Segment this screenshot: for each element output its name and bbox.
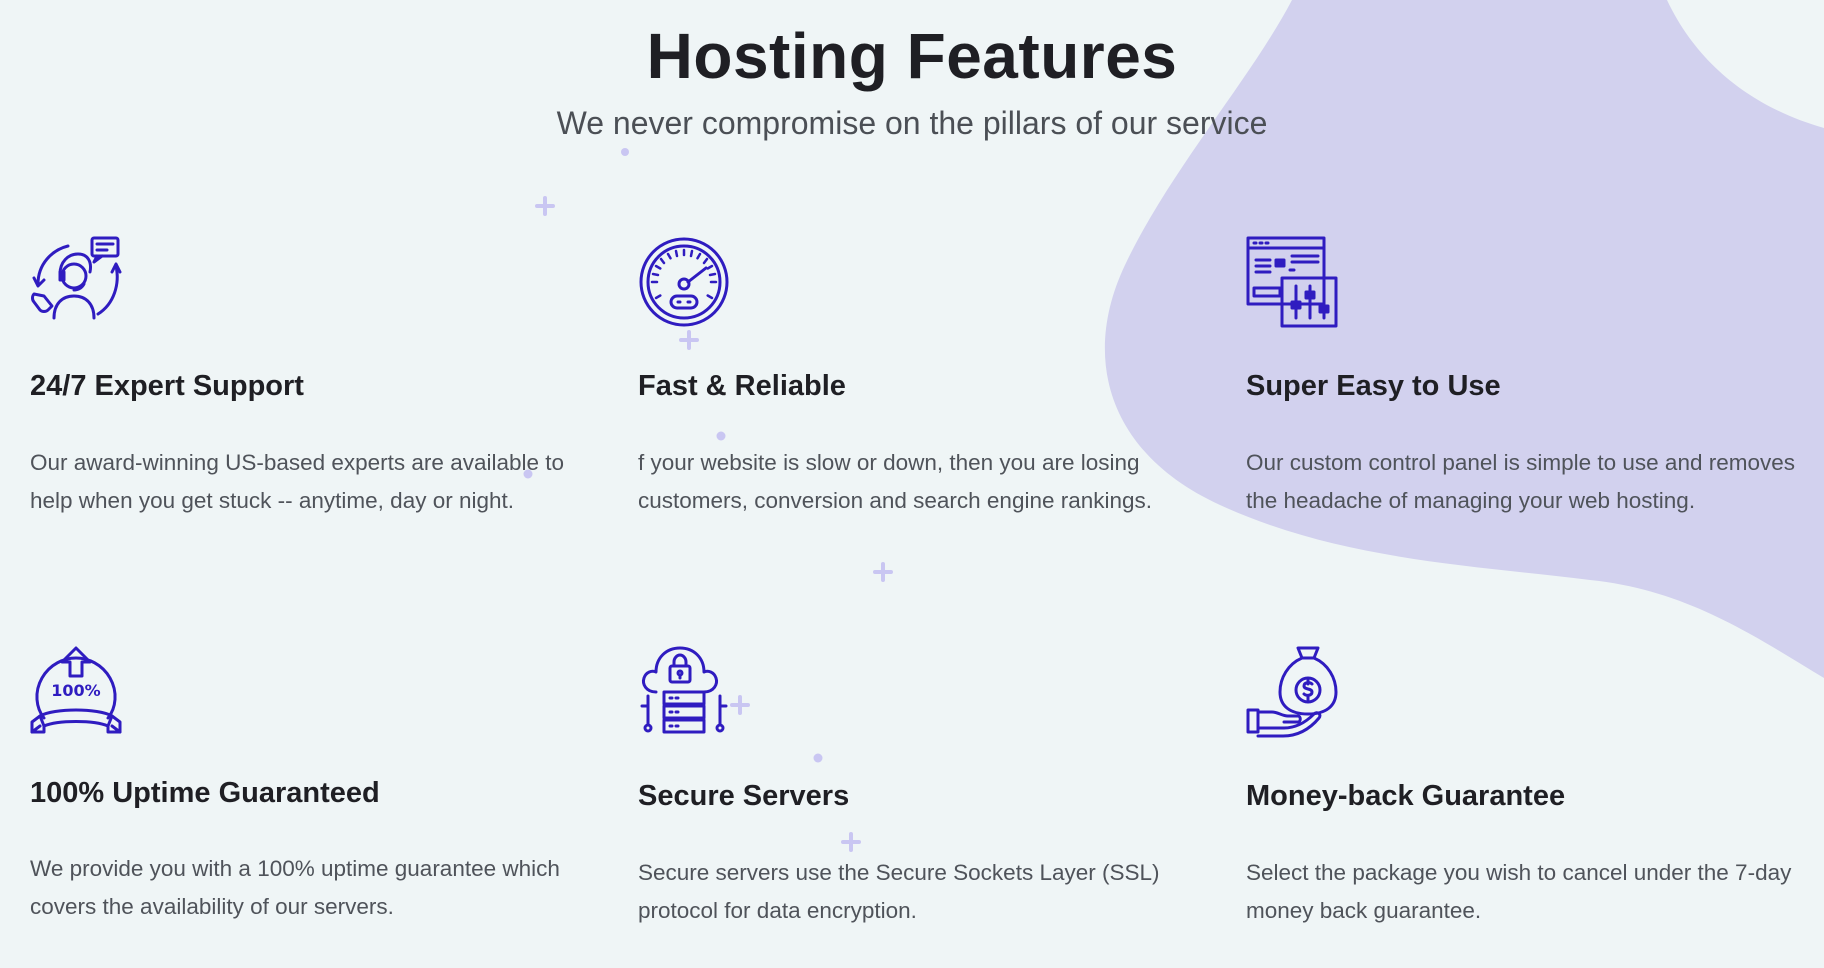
feature-description: Secure servers use the Secure Sockets La… [638,860,1160,923]
feature-description: f your website is slow or down, then you… [638,450,1153,513]
feature-card-uptime: 100% 100% Uptime Guaranteed We provide y… [30,646,610,926]
feature-description: Our award-winning US-based experts are a… [30,450,565,513]
feature-title: 100% Uptime Guaranteed [30,777,380,809]
money-bag-hand-icon [1246,646,1338,738]
page-title: Hosting Features [646,20,1178,92]
feature-card-fast-reliable: Fast & Reliable f your website is slow o… [638,236,1218,520]
feature-description: Select the package you wish to cancel un… [1246,860,1792,923]
section-header: Hosting Features We never compromise on … [0,0,1824,142]
feature-description: We provide you with a 100% uptime guaran… [30,856,560,919]
feature-card-expert-support: 24/7 Expert Support Our award-winning US… [30,236,610,520]
page-subtitle: We never compromise on the pillars of ou… [556,105,1268,141]
feature-title: Money-back Guarantee [1246,780,1566,812]
svg-text:100%: 100% [51,681,100,700]
customer-support-icon [30,236,122,328]
feature-card-easy-to-use: Super Easy to Use Our custom control pan… [1246,236,1824,520]
feature-title: Fast & Reliable [638,370,846,402]
feature-card-money-back: Money-back Guarantee Select the package … [1246,646,1824,930]
feature-description: Our custom control panel is simple to us… [1246,450,1795,513]
feature-card-secure-servers: Secure Servers Secure servers use the Se… [638,646,1218,930]
control-panel-icon [1246,236,1338,328]
feature-title: Secure Servers [638,780,850,812]
feature-title: Super Easy to Use [1246,370,1501,402]
uptime-badge-icon: 100% [30,646,122,738]
feature-title: 24/7 Expert Support [30,370,304,402]
speedometer-icon [638,236,730,328]
secure-server-icon [638,646,730,738]
